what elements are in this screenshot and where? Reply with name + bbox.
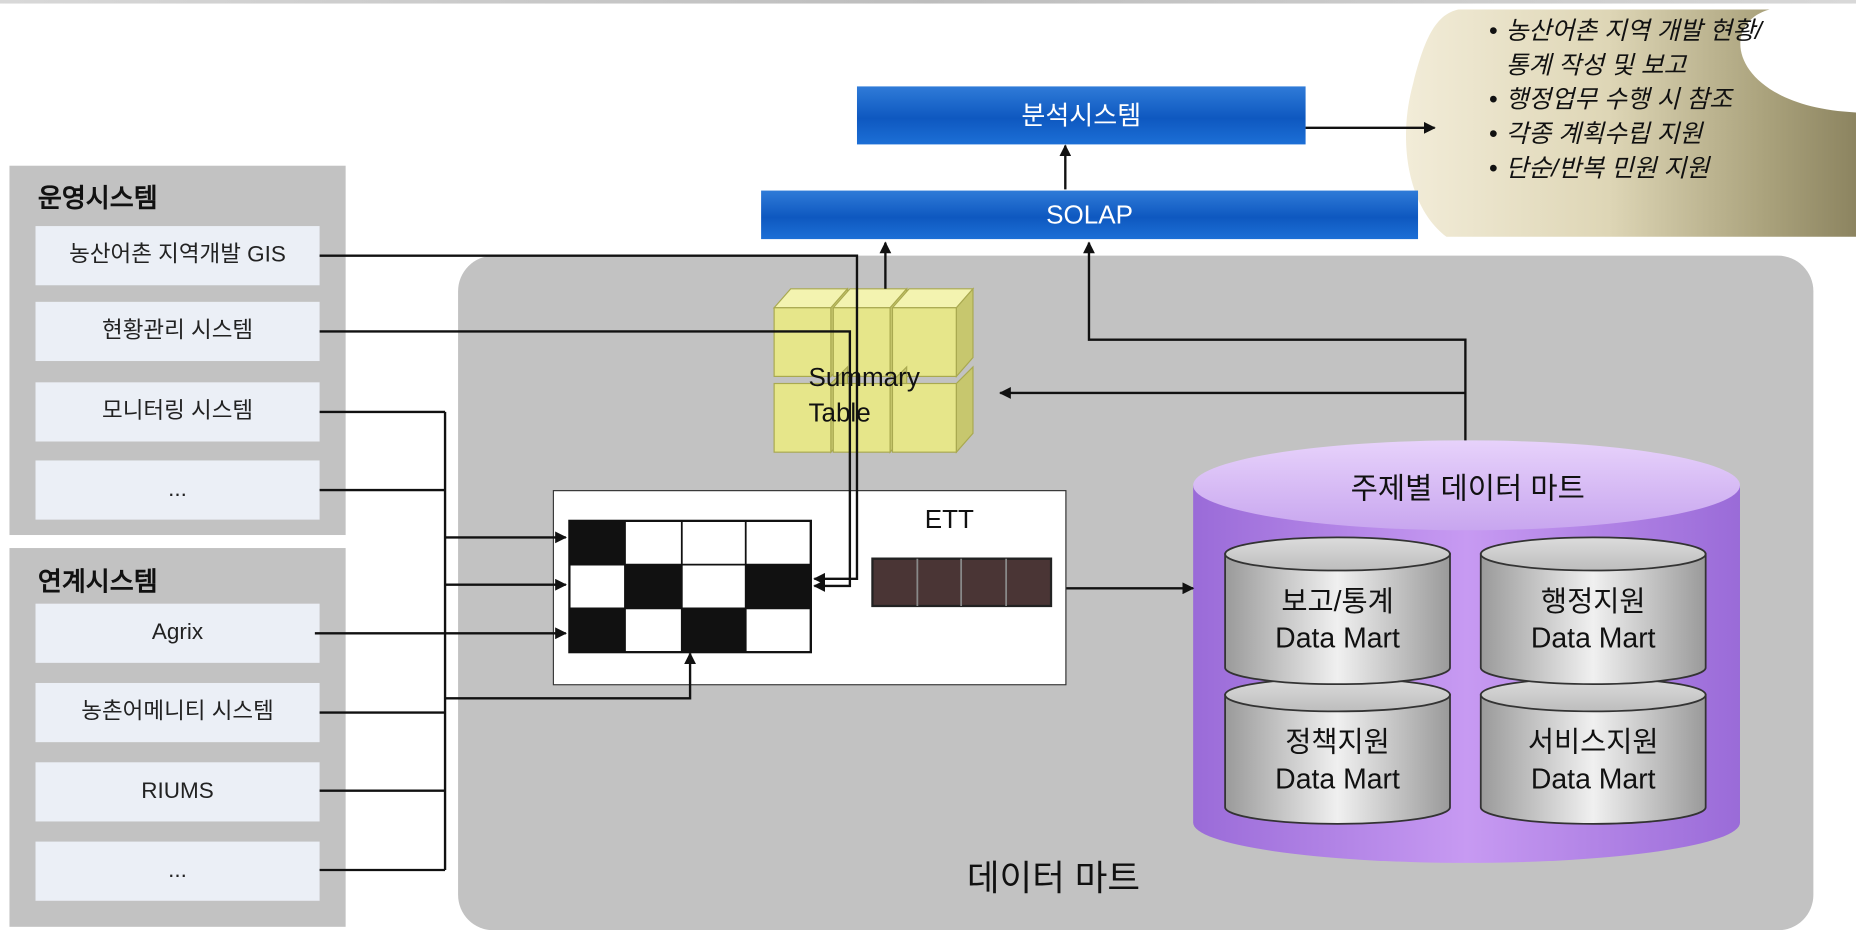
mart-label-line2: Data Mart (1275, 763, 1400, 796)
operational-system-item[interactable]: 현황관리 시스템 (35, 301, 320, 362)
mart-label-admin: 행정지원 Data Mart (1481, 584, 1706, 657)
top-strip (0, 0, 1856, 4)
mart-label-report: 보고/통계 Data Mart (1225, 584, 1450, 657)
staging-grid (568, 519, 812, 654)
operational-system-item[interactable]: 농산어촌 지역개발 GIS (35, 226, 320, 286)
summary-table-label: Summary Table (808, 360, 919, 431)
outcome-item: 각종 계획수립 지원 (1489, 117, 1773, 151)
mart-label-line1: 서비스지원 (1527, 726, 1659, 759)
operational-system-item[interactable]: ... (35, 460, 320, 520)
mart-label-line1: 행정지원 (1540, 585, 1646, 618)
mart-label-line1: 보고/통계 (1281, 585, 1394, 618)
mart-label-line2: Data Mart (1530, 622, 1656, 655)
operational-system-item[interactable]: 모니터링 시스템 (35, 382, 320, 442)
ett-record-strip (871, 557, 1053, 608)
linked-systems-title: 연계시스템 (37, 566, 158, 597)
linked-system-item[interactable]: ... (35, 841, 320, 901)
mart-label-line1: 정책지원 (1285, 726, 1390, 759)
operational-systems-title: 운영시스템 (37, 183, 158, 214)
data-mart-cylinders (1224, 536, 1707, 825)
linked-system-item[interactable]: Agrix (35, 603, 320, 663)
summary-table-line2: Table (808, 397, 871, 428)
outcome-item: 단순/반복 민원 지원 (1489, 152, 1773, 186)
summary-table-line1: Summary (808, 362, 920, 392)
subject-mart-title: 주제별 데이터 마트 (1350, 472, 1585, 506)
outcome-list-wrap: 농산어촌 지역 개발 현황/통계 작성 및 보고 행정업무 수행 시 참조 각종… (1489, 14, 1773, 186)
analysis-system-bar[interactable]: 분석시스템 (856, 86, 1306, 145)
outcome-list: 농산어촌 지역 개발 현황/통계 작성 및 보고 행정업무 수행 시 참조 각종… (1489, 14, 1773, 186)
outcome-item: 농산어촌 지역 개발 현황/통계 작성 및 보고 (1489, 14, 1773, 83)
mart-label-line2: Data Mart (1530, 763, 1656, 796)
linked-system-item[interactable]: RIUMS (35, 762, 320, 822)
mart-label-line2: Data Mart (1275, 622, 1400, 655)
linked-system-item[interactable]: 농촌어메니티 시스템 (35, 682, 320, 743)
mart-label-service: 서비스지원 Data Mart (1481, 724, 1706, 797)
outcome-item: 행정업무 수행 시 참조 (1489, 83, 1773, 117)
solap-bar[interactable]: SOLAP (761, 190, 1419, 240)
data-mart-area-label: 데이터 마트 (966, 859, 1141, 899)
ett-label: ETT (924, 504, 974, 534)
mart-label-policy: 정책지원 Data Mart (1225, 724, 1450, 797)
